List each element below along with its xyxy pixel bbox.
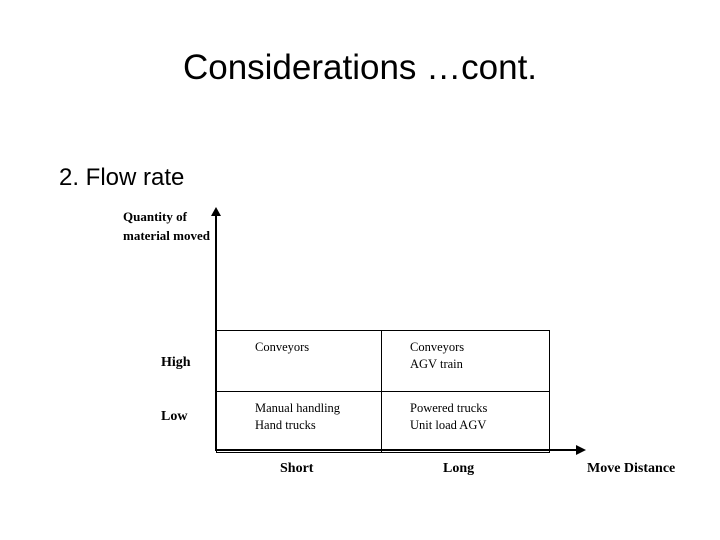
y-axis-label: Quantity of material moved (123, 209, 211, 243)
cell-high-short-text: Conveyors (255, 340, 310, 354)
page-title: Considerations …cont. (182, 48, 538, 87)
cell-low-short: Manual handling Hand trucks (216, 391, 382, 453)
flow-rate-matrix: Conveyors Conveyors AGV train Manual han… (216, 330, 550, 453)
cell-high-short: Conveyors (216, 330, 382, 392)
x-tick-label-short: Short (280, 461, 314, 476)
cell-low-long-text: Powered trucks Unit load AGV (410, 401, 488, 432)
y-tick-label-high: High (161, 355, 191, 370)
y-tick-label-low: Low (161, 409, 188, 424)
x-tick-label-long: Long (443, 461, 475, 476)
table-row: Manual handling Hand trucks Powered truc… (216, 391, 550, 453)
x-axis-arrow-icon (576, 445, 586, 455)
cell-low-short-text: Manual handling Hand trucks (255, 401, 341, 432)
cell-low-long: Powered trucks Unit load AGV (381, 391, 550, 453)
slide-subtitle: 2. Flow rate (59, 164, 185, 191)
y-axis-arrow-icon (211, 207, 221, 216)
cell-high-long: Conveyors AGV train (381, 330, 550, 392)
x-axis-title: Move Distance (587, 461, 676, 476)
cell-high-long-text: Conveyors AGV train (410, 340, 465, 371)
table-row: Conveyors Conveyors AGV train (216, 330, 550, 392)
